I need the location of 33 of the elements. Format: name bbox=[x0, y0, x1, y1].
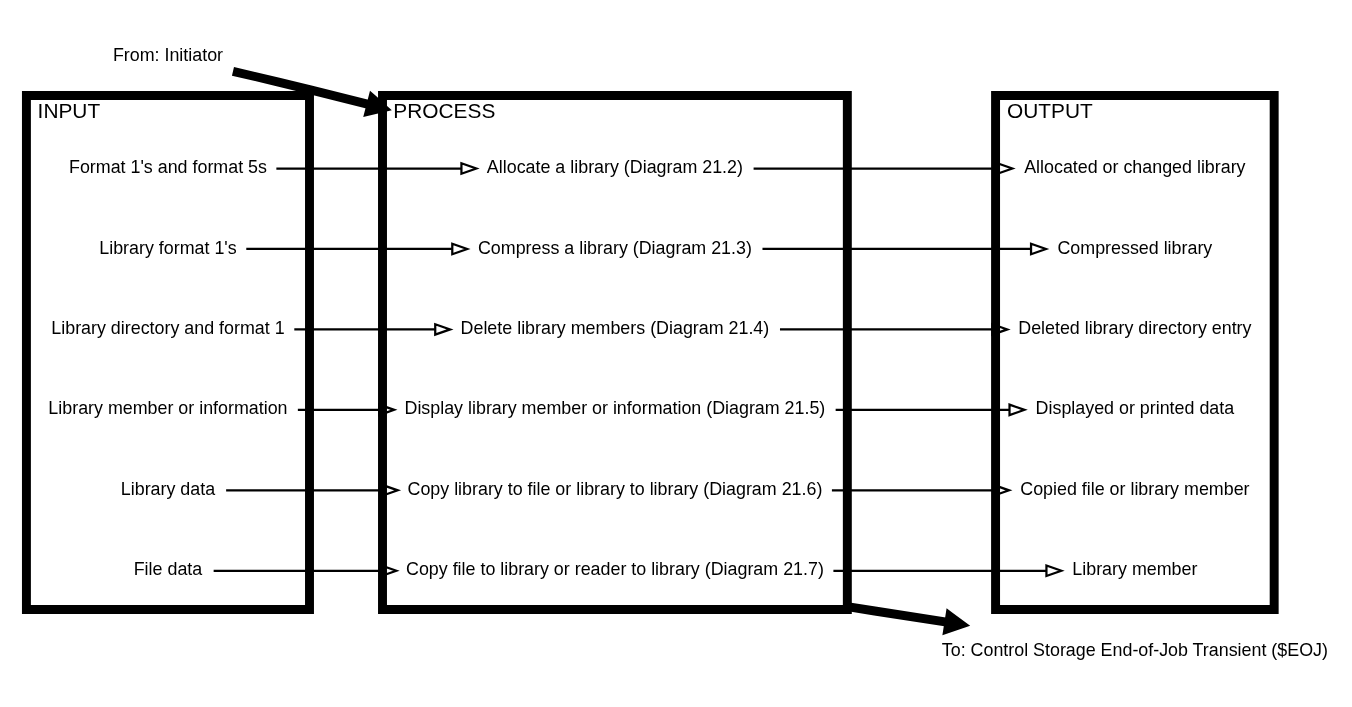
node-text: Deleted library directory entry bbox=[1018, 317, 1252, 338]
node-text: Library directory and format 1 bbox=[51, 317, 285, 338]
arrow bbox=[213, 563, 400, 578]
node-text: Allocated or changed library bbox=[1024, 156, 1246, 177]
node-text: Library member or information bbox=[48, 397, 288, 418]
arrow bbox=[297, 402, 398, 417]
arrow bbox=[231, 66, 392, 117]
arrow bbox=[780, 322, 1011, 336]
node-text: Delete library members (Diagram 21.4) bbox=[460, 317, 770, 338]
node-text: Copy library to file or library to library (Diagram 21.6) bbox=[407, 478, 823, 499]
arrow bbox=[762, 241, 1050, 256]
node-text: From: Initiator bbox=[112, 44, 224, 65]
node-text: File data bbox=[133, 558, 203, 579]
arrow bbox=[831, 483, 1013, 497]
node-text: To: Control Storage End-of-Job Transient ($EOJ) bbox=[941, 639, 1328, 660]
node-text: Copy file to library or reader to library (Diagram 21.7) bbox=[405, 558, 824, 579]
node-text: Compressed library bbox=[1057, 237, 1213, 258]
node-text: Format 1's and format 5s bbox=[68, 156, 267, 177]
node-text: Library member bbox=[1072, 558, 1198, 579]
arrow bbox=[246, 241, 471, 256]
node-text: Allocate a library (Diagram 21.2) bbox=[486, 156, 743, 177]
node-text: Display library member or information (Diagram 21.5) bbox=[404, 397, 826, 418]
arrow bbox=[276, 161, 480, 175]
node-text: Displayed or printed data bbox=[1035, 397, 1235, 418]
arrow bbox=[226, 483, 402, 497]
arrow bbox=[294, 322, 454, 336]
arrow bbox=[753, 161, 1016, 175]
node-text: Compress a library (Diagram 21.3) bbox=[477, 237, 752, 258]
node-text: Library data bbox=[120, 478, 216, 499]
arrow bbox=[835, 402, 1028, 417]
node-text: Copied file or library member bbox=[1020, 478, 1250, 499]
node-text: Library format 1's bbox=[99, 237, 237, 258]
arrow bbox=[833, 563, 1065, 578]
